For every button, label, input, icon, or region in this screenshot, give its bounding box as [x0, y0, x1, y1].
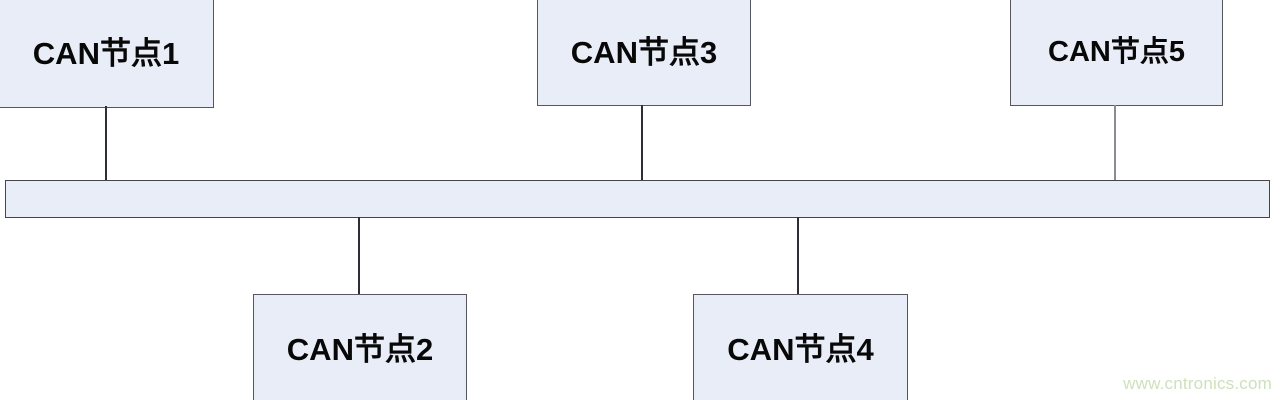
node-box-can-node-1[interactable]: CAN节点1: [0, 0, 214, 108]
node-box-can-node-2[interactable]: CAN节点2: [253, 294, 467, 400]
node-box-can-node-4[interactable]: CAN节点4: [693, 294, 908, 400]
connector-line-node-3: [641, 105, 643, 181]
node-label-can-node-3: CAN节点3: [570, 34, 718, 70]
can-bus-bar[interactable]: [5, 180, 1270, 218]
node-box-can-node-5[interactable]: CAN节点5: [1010, 0, 1223, 106]
connector-line-node-1: [105, 106, 107, 181]
connector-line-node-4: [797, 217, 799, 295]
connector-line-node-2: [358, 217, 360, 295]
node-box-can-node-3[interactable]: CAN节点3: [537, 0, 751, 106]
connector-line-node-5: [1114, 105, 1116, 181]
node-label-can-node-5: CAN节点5: [1048, 35, 1185, 68]
node-label-can-node-2: CAN节点2: [286, 331, 434, 367]
watermark-text: www.cntronics.com: [1123, 374, 1272, 393]
node-label-can-node-4: CAN节点4: [727, 331, 874, 367]
node-label-can-node-1: CAN节点1: [32, 35, 180, 71]
